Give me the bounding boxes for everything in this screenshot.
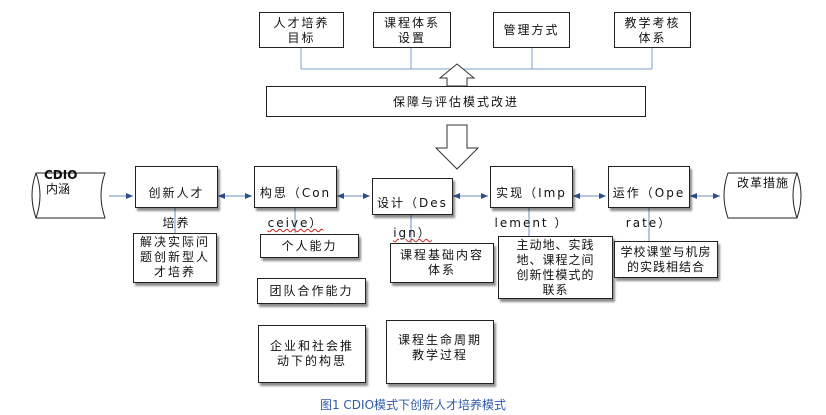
management-box: 管理方式 xyxy=(493,12,570,48)
stage-innovation: 创新人才 培养 xyxy=(135,166,218,230)
stage-innovation-line1: 创新人才 xyxy=(148,186,205,200)
stage-operate: 运作（Ope rate） xyxy=(608,166,690,230)
stage-conceive-line1: 构思（Con xyxy=(259,186,332,200)
reform-scroll: 改革措施 xyxy=(736,176,789,190)
stage-implement-line2: lement ） xyxy=(494,216,569,230)
figure-caption: 图1 CDIO模式下创新人才培养模式 xyxy=(319,398,507,412)
cdio-scroll: CDIO 内涵 xyxy=(44,168,104,196)
innovation-detail: 解决实际问 题创新型人 才培养 xyxy=(133,233,217,283)
stage-conceive: 构思（Con ceive） xyxy=(254,166,337,230)
stage-conceive-line2: ceive） xyxy=(267,216,324,230)
up-arrow xyxy=(438,63,476,87)
right-scroll-shape xyxy=(723,172,802,219)
stage-operate-line2: rate） xyxy=(625,216,673,230)
top-bracket xyxy=(300,47,653,70)
connector-arrowheads xyxy=(126,193,720,199)
goal-box: 人才培养 目标 xyxy=(259,12,344,48)
course-lifecycle-box: 课程生命周期 教学过程 xyxy=(386,320,494,384)
implement-detail: 主动地、实践 地、课程之间 创新性模式的 联系 xyxy=(498,236,613,299)
stage-design-line2: ign） xyxy=(393,226,432,240)
personal-ability-box: 个人能力 xyxy=(260,234,359,258)
assessment-box: 教学考核 体系 xyxy=(614,12,691,48)
down-arrow xyxy=(434,124,480,170)
cdio-scroll-subtitle: 内涵 xyxy=(46,182,71,196)
course-content-box: 课程基础内容 体系 xyxy=(390,243,494,283)
left-scroll-shape xyxy=(31,172,106,219)
teamwork-box: 团队合作能力 xyxy=(257,278,366,304)
stage-operate-line1: 运作（Ope xyxy=(612,186,686,200)
stage-implement: 实现（Imp lement ） xyxy=(490,166,573,230)
stage-design: 设计（Des ign） xyxy=(372,178,453,240)
stage-implement-line1: 实现（Imp xyxy=(496,186,567,200)
guarantee-box: 保障与评估模式改进 xyxy=(266,86,646,117)
cdio-scroll-title: CDIO xyxy=(44,168,78,182)
operate-detail: 学校课堂与机房 的实践相结合 xyxy=(614,241,718,278)
curriculum-box: 课程体系 设置 xyxy=(373,12,451,48)
stage-design-line1: 设计（Des xyxy=(377,196,448,210)
enterprise-conception-box: 企业和社会推 动下的构思 xyxy=(258,325,366,383)
stage-innovation-line2: 培养 xyxy=(162,216,191,230)
